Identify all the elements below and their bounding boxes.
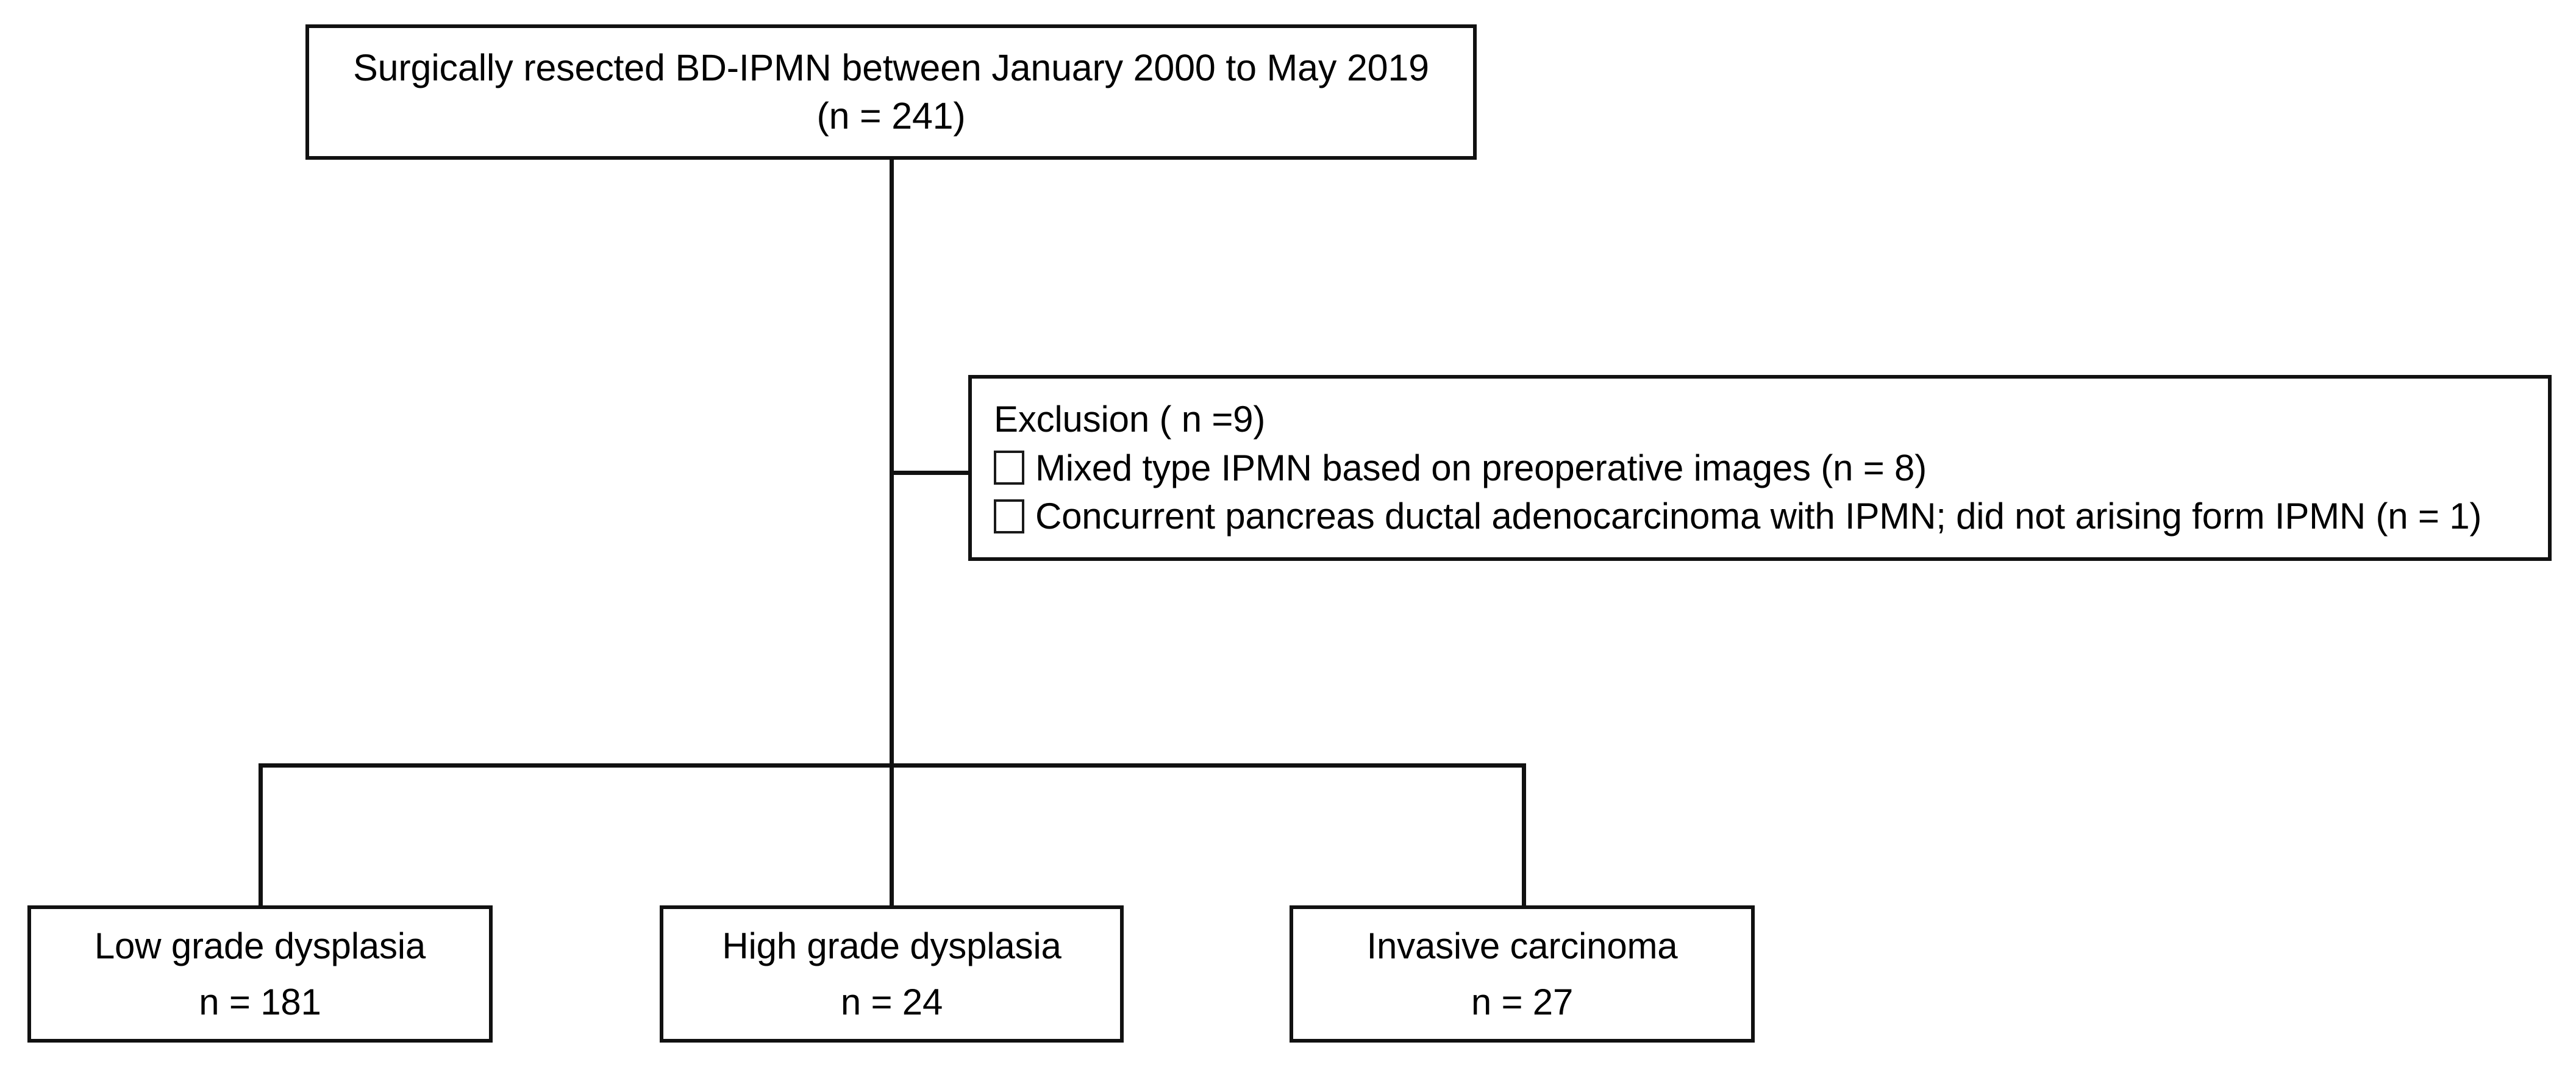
connector-drop-high-grade bbox=[890, 763, 894, 908]
outcome-count: n = 27 bbox=[1471, 981, 1574, 1022]
outcome-node-low-grade-dysplasia: Low grade dysplasia n = 181 bbox=[27, 905, 493, 1043]
exclusion-heading: Exclusion ( n =9) bbox=[994, 398, 1266, 440]
outcome-count: n = 181 bbox=[199, 981, 321, 1022]
root-node-line-2: (n = 241) bbox=[816, 95, 966, 137]
exclusion-node: Exclusion ( n =9) Mixed type IPMN based … bbox=[968, 375, 2552, 561]
connector-exclusion-horizontal bbox=[890, 471, 972, 475]
outcome-count: n = 24 bbox=[840, 981, 943, 1022]
exclusion-item-label: Mixed type IPMN based on preoperative im… bbox=[1035, 447, 1927, 488]
connector-drop-invasive bbox=[1522, 763, 1526, 908]
connector-drop-low-grade bbox=[259, 763, 263, 908]
checkbox-icon bbox=[994, 451, 1024, 485]
outcome-label: High grade dysplasia bbox=[722, 926, 1061, 967]
outcome-label: Invasive carcinoma bbox=[1366, 926, 1678, 967]
connector-trunk-vertical bbox=[890, 160, 894, 767]
outcome-label: Low grade dysplasia bbox=[94, 926, 426, 967]
exclusion-item-concurrent-pdac: Concurrent pancreas ductal adenocarcinom… bbox=[994, 492, 2481, 541]
outcome-node-high-grade-dysplasia: High grade dysplasia n = 24 bbox=[660, 905, 1124, 1043]
checkbox-icon bbox=[994, 499, 1024, 534]
root-node-line-1: Surgically resected BD-IPMN between Janu… bbox=[353, 46, 1429, 88]
outcome-node-invasive-carcinoma: Invasive carcinoma n = 27 bbox=[1290, 905, 1755, 1043]
exclusion-item-mixed-type: Mixed type IPMN based on preoperative im… bbox=[994, 444, 1927, 493]
root-node-surgically-resected: Surgically resected BD-IPMN between Janu… bbox=[305, 24, 1477, 160]
exclusion-item-label: Concurrent pancreas ductal adenocarcinom… bbox=[1035, 496, 2482, 537]
